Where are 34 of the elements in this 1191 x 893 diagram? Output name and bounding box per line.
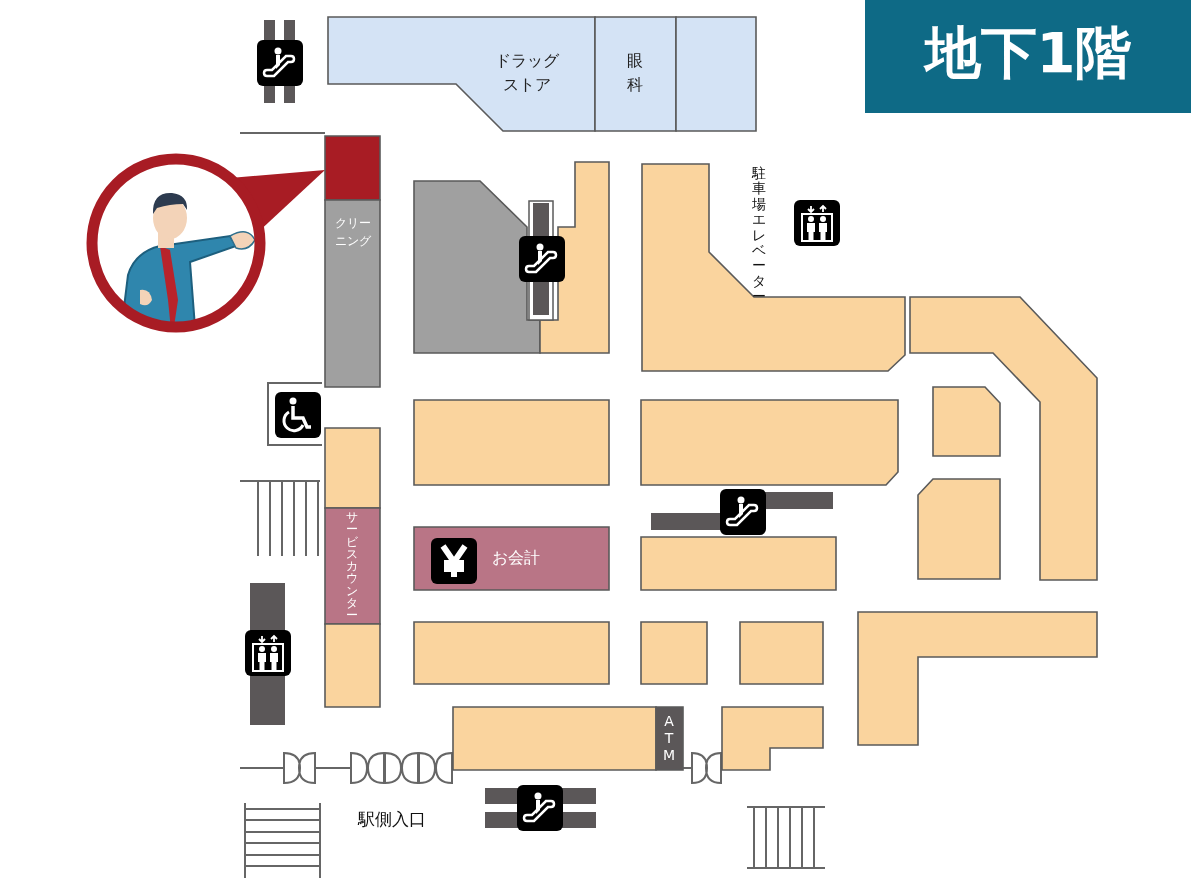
page-title: 地下1階	[922, 19, 1133, 87]
shop-block	[325, 200, 380, 387]
shop-block	[918, 479, 1000, 579]
shop-name: ドラッグストア	[494, 50, 560, 96]
shop-block	[328, 17, 595, 131]
entrance-label: 駅側入口	[358, 808, 426, 831]
shop-block	[414, 181, 540, 353]
shop-name: お会計	[491, 547, 541, 569]
shop-block	[595, 17, 676, 131]
place-label: 駐車場エレベーター	[752, 166, 766, 305]
shop-block	[676, 17, 756, 131]
shop-block	[325, 624, 380, 707]
shop-block	[325, 428, 380, 508]
shop-block	[414, 622, 609, 684]
shop-block	[910, 297, 1097, 580]
shop-name: サービスカウンター	[346, 511, 358, 622]
shop-block	[933, 387, 1000, 456]
shop-block	[453, 707, 656, 770]
shop-name: ATM	[662, 713, 676, 764]
shop-block	[642, 164, 905, 371]
shop-block	[722, 707, 823, 770]
shop-block	[414, 527, 609, 590]
shop-block	[641, 400, 898, 485]
shop-block	[540, 162, 609, 353]
shop-block	[414, 400, 609, 485]
shop-name: 眼科	[627, 50, 643, 96]
shop-block	[325, 136, 380, 200]
atm-booth	[656, 707, 683, 770]
shop-name: クリーニング	[333, 215, 372, 250]
shop-block	[641, 622, 707, 684]
shop-block	[858, 612, 1097, 745]
shop-block	[325, 508, 380, 624]
shop-block	[740, 622, 823, 684]
shop-block	[641, 537, 836, 590]
